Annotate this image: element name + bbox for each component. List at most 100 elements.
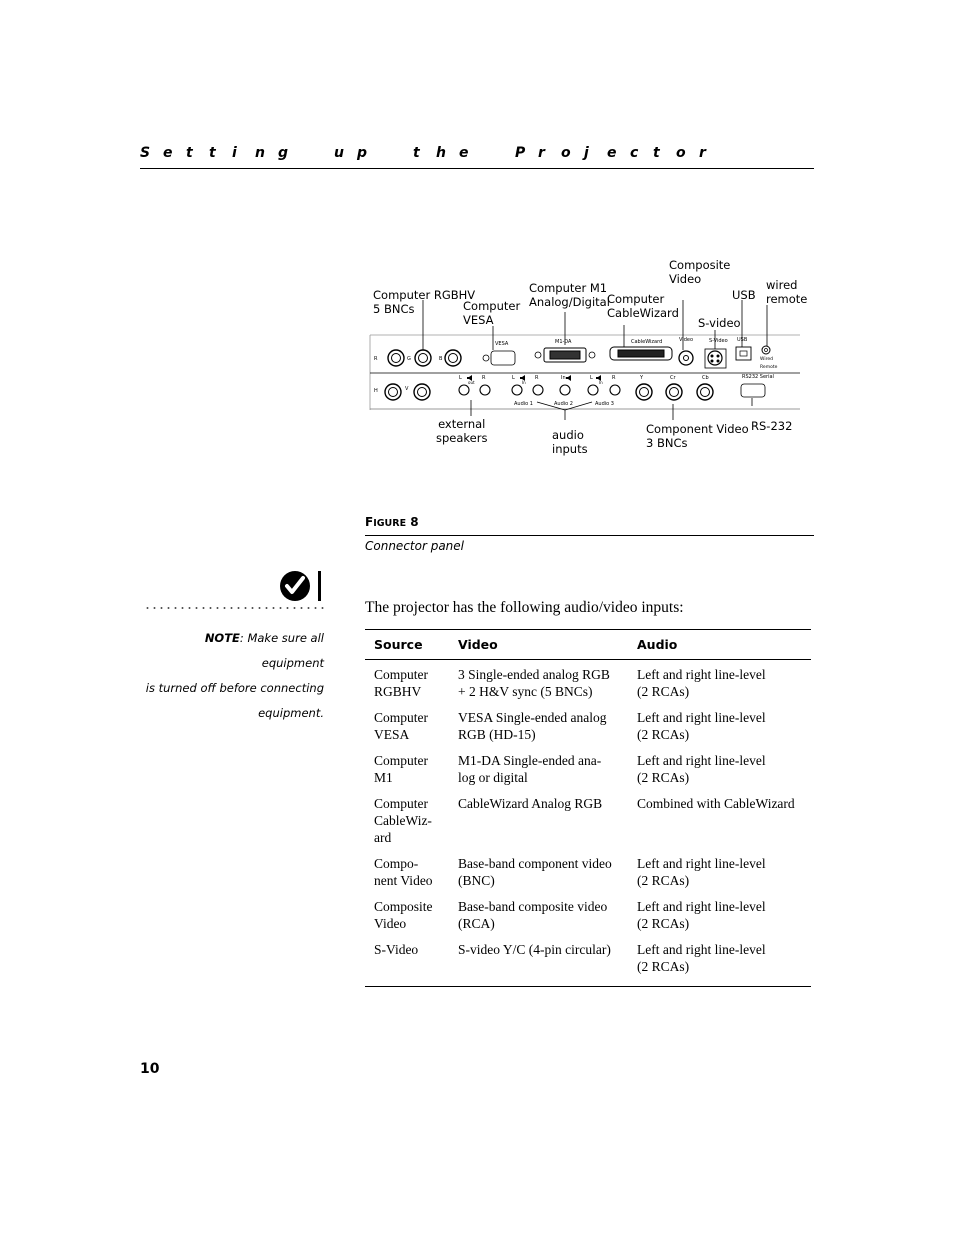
running-header-letter: g: [278, 145, 289, 161]
cell-video: Base-band composite video (RCA): [458, 899, 608, 931]
page-number: 10: [140, 1061, 160, 1077]
running-header-letter: j: [584, 145, 589, 161]
panel-label-wired: Wired: [760, 356, 773, 362]
callout-audio-inputs: audio inputs: [552, 428, 588, 456]
table-row: Computer VESA VESA Single-ended analog RG…: [365, 705, 811, 748]
running-header-letter: e: [163, 145, 173, 161]
callout-s-video: S-video: [698, 316, 741, 330]
panel-label-y: Y: [639, 375, 644, 381]
audio-out-left: [458, 384, 470, 396]
panel-label-g: G: [407, 356, 411, 362]
panel-label-h: H: [374, 388, 378, 394]
table-row: Computer CableWiz- ard CableWizard Analog…: [365, 791, 811, 851]
panel-label-in-a1: In: [522, 380, 526, 385]
panel-label-v: V: [405, 386, 409, 392]
running-header-letter: t: [413, 145, 420, 161]
callout-computer-vesa: Computer VESA: [463, 299, 521, 327]
cell-video: CableWizard Analog RGB: [458, 796, 603, 811]
panel-label-r: R: [374, 356, 378, 362]
running-header-letter: e: [459, 145, 469, 161]
running-header-letter: o: [561, 145, 571, 161]
figure-caption: Connector panel: [365, 539, 464, 553]
panel-label-vesa: VESA: [495, 341, 509, 347]
figure-title: FIGURE 8: [365, 515, 419, 529]
audio3-right: [609, 384, 621, 396]
running-header-letter: p: [357, 145, 368, 161]
note-line-2: is turned off before connecting: [145, 681, 324, 695]
running-header-letter: o: [676, 145, 686, 161]
vesa-connector: [490, 350, 516, 366]
intro-text: The projector has the following audio/vi…: [365, 599, 684, 616]
column-header-audio: Audio: [628, 629, 811, 660]
running-header-letter: c: [630, 145, 639, 161]
cell-audio: Left and right line-level (2 RCAs): [637, 667, 766, 699]
audio3-left: [587, 384, 599, 396]
callout-rs232: RS-232: [751, 419, 793, 433]
panel-label-remote: Remote: [760, 364, 778, 370]
running-header-letter: P: [515, 145, 526, 161]
table-row: Composite Video Base-band composite video…: [365, 894, 811, 937]
callout-external-speakers: external speakers: [436, 417, 488, 445]
audio1-right: [532, 384, 544, 396]
panel-label-svideo: S-Video: [709, 338, 728, 344]
running-header-letter: h: [436, 145, 446, 161]
panel-label-audio2: Audio 2: [554, 401, 573, 407]
note-text: NOTE: Make sure all equipment is turned …: [140, 626, 324, 726]
panel-label-l-a3: L: [590, 375, 593, 381]
panel-label-b: B: [439, 356, 443, 362]
note-dotted-rule: [144, 605, 324, 611]
s-video-connector: [707, 350, 723, 366]
cell-source: Compo- nent Video: [374, 856, 433, 888]
panel-label-m1da: M1-DA: [555, 339, 572, 345]
panel-label-in-a3: In: [599, 380, 603, 385]
header-rule: [140, 168, 814, 169]
figure-number: 8: [410, 515, 419, 529]
figure-rule: [365, 535, 814, 536]
panel-label-audio1: Audio 1: [514, 401, 533, 407]
cell-audio: Left and right line-level (2 RCAs): [637, 710, 766, 742]
callout-computer-m1: Computer M1 Analog/Digital: [529, 281, 610, 309]
callout-component-video: Component Video 3 BNCs: [646, 422, 749, 450]
callout-wired-remote: wired remote: [766, 278, 808, 306]
callout-computer-rgbhv: Computer RGBHV 5 BNCs: [373, 288, 476, 316]
cell-audio: Left and right line-level (2 RCAs): [637, 753, 766, 785]
running-header-letter: n: [255, 145, 265, 161]
audio1-left: [511, 384, 523, 396]
cell-source: S-Video: [365, 937, 449, 987]
callout-computer-cablewizard: Computer CableWizard: [607, 292, 679, 320]
note-label: NOTE: [204, 631, 240, 645]
panel-label-rs232-serial: RS232 Serial: [742, 374, 774, 380]
panel-label-r-a1: R: [535, 375, 539, 381]
panel-label-video: Video: [679, 337, 693, 343]
panel-label-l-a1: L: [512, 375, 515, 381]
cell-video: S-video Y/C (4-pin circular): [449, 937, 628, 987]
cell-source: Computer CableWiz- ard: [374, 796, 432, 845]
callout-composite-video: Composite Video: [669, 258, 731, 286]
running-header-letter: i: [232, 145, 237, 161]
cell-source: Computer VESA: [374, 710, 428, 742]
panel-label-cr: Cr: [670, 375, 676, 381]
panel-label-cablewizard: CableWizard: [631, 339, 662, 345]
cell-audio: Left and right line-level (2 RCAs): [628, 937, 811, 987]
running-header-letter: r: [538, 145, 545, 161]
running-header-letter: t: [209, 145, 216, 161]
panel-label-cb: Cb: [702, 375, 709, 381]
column-header-source: Source: [365, 629, 449, 660]
cell-source: Composite Video: [374, 899, 433, 931]
audio-out-right: [479, 384, 491, 396]
rs232-connector: [740, 383, 766, 398]
connector-panel-diagram: R G B H V VESA M1-DA CableWizard Video S…: [369, 300, 800, 420]
running-header-letter: r: [699, 145, 706, 161]
panel-label-l-out: L: [459, 375, 462, 381]
note-line-3: equipment.: [258, 706, 324, 720]
running-header-letter: t: [653, 145, 660, 161]
audio2-in: [559, 384, 571, 396]
cell-source: Computer RGBHV: [374, 667, 428, 699]
panel-label-out: out: [468, 380, 475, 385]
cell-video: VESA Single-ended analog RGB (HD-15): [458, 710, 607, 742]
callout-usb: USB: [732, 288, 756, 302]
